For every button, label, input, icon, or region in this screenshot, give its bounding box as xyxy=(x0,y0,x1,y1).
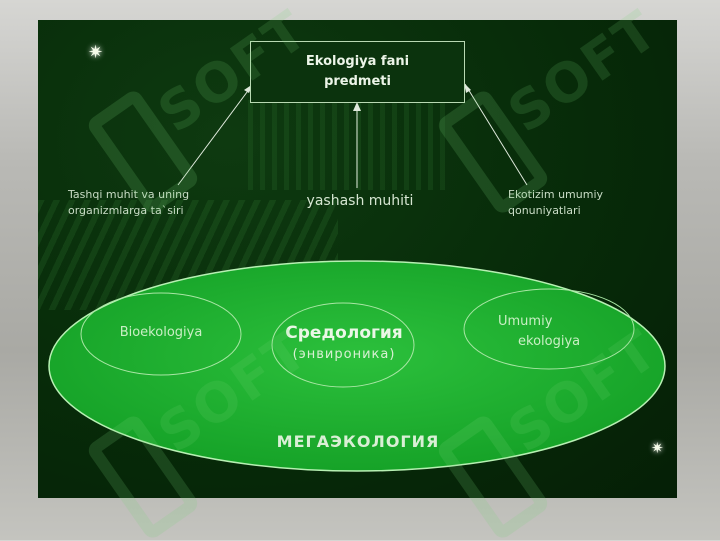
left-input-text: Tashqi muhit va uning organizmlarga ta`s… xyxy=(68,188,190,217)
arrow-right xyxy=(464,83,528,186)
background-stripes xyxy=(248,100,448,190)
right-input-text: Ekotizim umumiy qonuniyatlari xyxy=(508,188,604,217)
sparkle-icon: ✷ xyxy=(88,42,104,63)
slide: ✷ ✷ Ekologiya fani predmeti Tashqi muhit… xyxy=(38,20,677,498)
diagram-canvas xyxy=(48,83,666,472)
bioecology-label: Bioekologiya xyxy=(119,325,203,340)
general-ecology-label-line2: ekologiya xyxy=(518,334,581,349)
subject-title-line2: predmeti xyxy=(324,74,391,89)
arrowhead-center xyxy=(353,102,361,111)
megaecology-ellipse xyxy=(48,260,666,472)
sredology-subtitle: (энвироника) xyxy=(292,347,396,362)
sredology-title: Средология xyxy=(285,323,403,343)
subject-title-line1: Ekologiya fani xyxy=(305,54,410,69)
center-input-text: yashash muhiti xyxy=(306,193,414,209)
general-ecology-label-line1: Umumiy xyxy=(498,314,553,329)
sredology-ellipse xyxy=(271,302,415,388)
arrowhead-right xyxy=(464,83,471,93)
bioecology-ellipse xyxy=(80,292,242,376)
general-ecology-ellipse xyxy=(463,288,635,370)
sparkle-icon: ✷ xyxy=(651,439,664,457)
subject-title-box: Ekologiya fani predmeti xyxy=(250,41,465,103)
megaecology-label: МЕГАЭКОЛОГИЯ xyxy=(276,432,440,451)
arrow-left xyxy=(177,83,254,186)
